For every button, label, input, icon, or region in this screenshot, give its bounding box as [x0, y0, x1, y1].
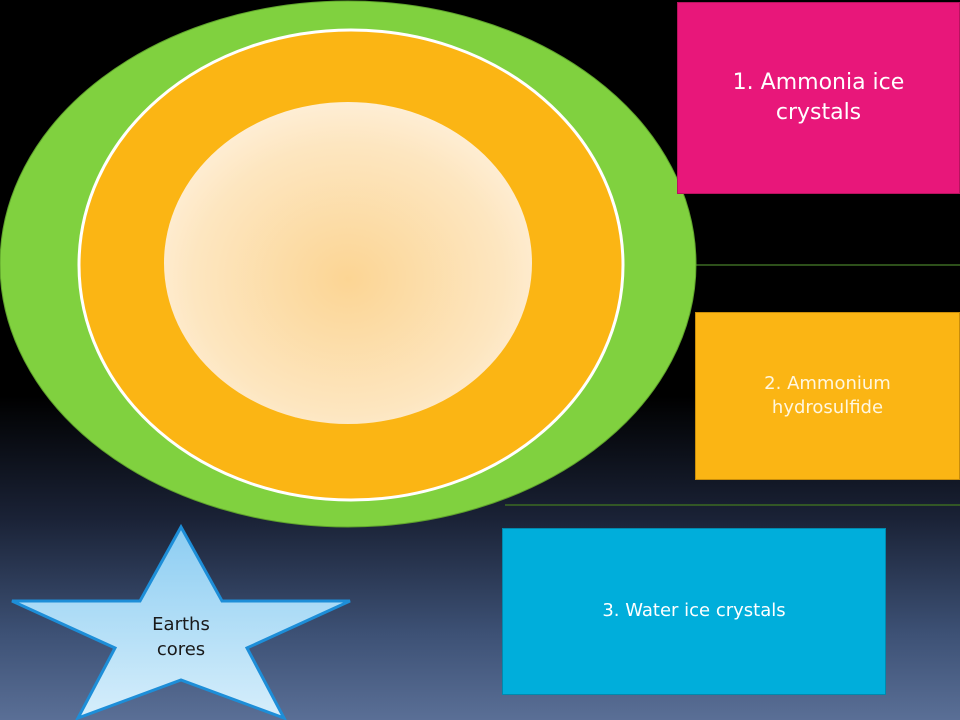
core-layer [164, 102, 532, 424]
layer-1-label: 1. Ammonia ice crystals [732, 70, 905, 125]
layer-2-label-box: 2. Ammonium hydrosulfide [695, 312, 960, 480]
layer-3-label-box: 3. Water ice crystals [502, 528, 886, 695]
layer-3-label: 3. Water ice crystals [602, 600, 786, 622]
layer-2-label: 2. Ammonium hydrosulfide [764, 372, 891, 418]
layer-1-label-box: 1. Ammonia ice crystals [677, 2, 960, 194]
star-shape [11, 523, 351, 720]
star-label: Earths cores [152, 614, 210, 661]
